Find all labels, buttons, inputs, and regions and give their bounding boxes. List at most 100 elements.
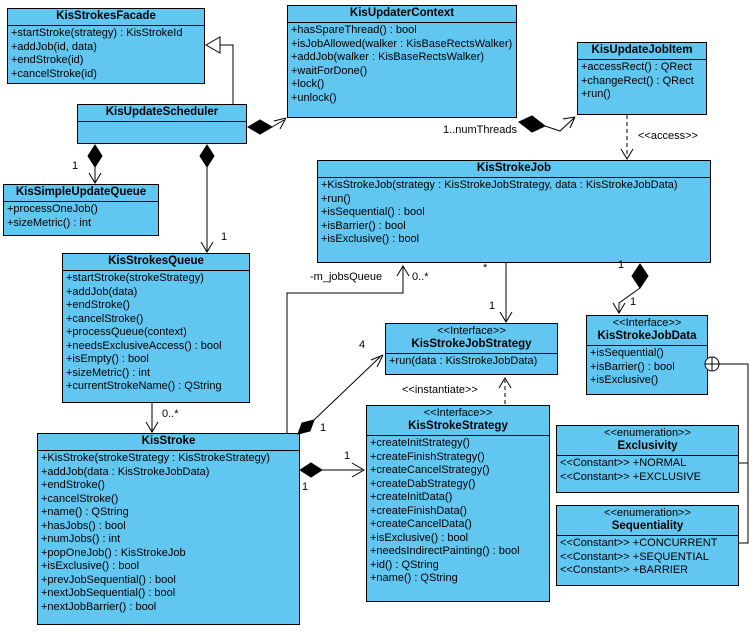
- class-member: +addJob(walker : KisBaseRectsWalker): [291, 51, 485, 63]
- class-header: <<enumeration>> Sequentiality: [557, 506, 738, 536]
- class-name: KisStroke: [141, 435, 196, 447]
- class-member: +isSequential() : bool: [321, 206, 425, 218]
- edge-stroke-composes-jobstrategy[interactable]: [297, 354, 384, 435]
- class-member: <<Constant>> +NORMAL: [560, 457, 687, 469]
- multiplicity-label: 0..*: [412, 271, 429, 283]
- edge-strokesqueue-to-stroke[interactable]: [145, 403, 159, 433]
- class-kisstrokejob[interactable]: KisStrokeJob +KisStrokeJob(strategy : Ki…: [317, 160, 711, 263]
- class-member: +KisStroke(strokeStrategy : KisStrokeStr…: [41, 452, 270, 464]
- class-member: +run(): [321, 192, 351, 205]
- class-member: +needsExclusiveAccess() : bool: [66, 339, 222, 352]
- class-name: KisUpdaterContext: [349, 7, 455, 19]
- class-member: +startStroke(strokeStrategy): [66, 272, 204, 284]
- composition-diamond-icon: [199, 144, 215, 168]
- class-name: KisStrokeJobStrategy: [411, 338, 532, 350]
- class-member: +endStroke(): [41, 479, 105, 491]
- class-member: <<Constant>> +CONCURRENT: [560, 537, 718, 549]
- class-header: <<Interface>> KisStrokeJobData: [587, 316, 707, 346]
- class-members: <<Constant>> +CONCURRENT<<Constant>> +SE…: [557, 536, 738, 580]
- generalization-triangle-icon: [204, 36, 221, 54]
- class-member: +createCancelData(): [370, 518, 472, 530]
- class-header: <<enumeration>> Exclusivity: [557, 426, 738, 456]
- class-member: +addJob(data : KisStrokeJobData): [41, 465, 210, 478]
- open-arrowhead-icon: [498, 377, 512, 389]
- open-arrowhead-icon: [351, 462, 365, 478]
- class-member: +processQueue(context): [66, 326, 187, 338]
- edge-context-composes-jobitem[interactable]: [518, 115, 576, 133]
- enum-sequentiality[interactable]: <<enumeration>> Sequentiality <<Constant…: [556, 505, 739, 586]
- class-kisstrokesqueue[interactable]: KisStrokesQueue +startStroke(strokeStrat…: [62, 253, 250, 403]
- open-arrowhead-icon: [562, 116, 576, 129]
- class-member: +endStroke(): [66, 299, 130, 311]
- class-member: +isJobAllowed(walker : KisBaseRectsWalke…: [291, 37, 513, 50]
- class-header: KisStrokesQueue: [63, 254, 249, 271]
- class-kisstrokejobstrategy[interactable]: <<Interface>> KisStrokeJobStrategy +run(…: [385, 323, 558, 375]
- class-member: +createInitStrategy(): [370, 437, 470, 449]
- class-member: <<Constant>> +BARRIER: [560, 564, 689, 576]
- class-member: +run(data : KisStrokeJobData): [389, 355, 538, 367]
- edge-strokejob-composes-jobdata[interactable]: [612, 263, 649, 314]
- multiplicity-label: 1: [618, 259, 625, 271]
- class-kisstrokejobdata[interactable]: <<Interface>> KisStrokeJobData +isSequen…: [586, 315, 708, 395]
- class-kisstroke[interactable]: KisStroke +KisStroke(strokeStrategy : Ki…: [37, 433, 300, 625]
- composition-diamond-icon: [299, 462, 323, 478]
- edge-stroke-composes-strokestrategy[interactable]: [299, 462, 365, 478]
- class-member: +isEmpty() : bool: [66, 353, 149, 365]
- edge-scheduler-generalizes-facade[interactable]: [204, 36, 234, 104]
- class-kisupdatejobitem[interactable]: KisUpdateJobItem +accessRect() : QRect+c…: [577, 42, 707, 115]
- class-member: +popOneJob() : KisStrokeJob: [41, 546, 186, 559]
- open-arrowhead-icon: [370, 354, 384, 368]
- class-name: KisUpdateJobItem: [591, 44, 693, 56]
- edge-jobitem-access-strokejob[interactable]: [620, 115, 634, 160]
- multiplicity-label: 1: [221, 231, 228, 243]
- multiplicity-label: 1: [630, 296, 637, 308]
- class-member: +changeRect() : QRect: [581, 74, 694, 87]
- class-member: +run(): [581, 88, 611, 100]
- class-members: <<Constant>> +NORMAL<<Constant>> +EXCLUS…: [557, 456, 738, 486]
- class-name: KisStrokesQueue: [108, 255, 204, 267]
- class-kisstrokestrategy[interactable]: <<Interface>> KisStrokeStrategy +createI…: [366, 405, 550, 602]
- class-header: KisStrokesFacade: [8, 9, 204, 26]
- edge-strokejob-to-jobstrategy[interactable]: [499, 263, 513, 323]
- class-kisupdatescheduler[interactable]: KisUpdateScheduler: [77, 104, 247, 144]
- class-members: +run(data : KisStrokeJobData): [386, 354, 557, 371]
- open-arrowhead-icon: [200, 241, 214, 253]
- class-member: +createInitData(): [370, 491, 453, 503]
- class-stereotype: <<Interface>>: [423, 407, 493, 419]
- multiplicity-label: 1: [320, 422, 327, 434]
- edge-scheduler-composes-context[interactable]: [247, 117, 287, 135]
- class-member: +sizeMetric() : int: [7, 216, 92, 229]
- class-name: KisSimpleUpdateQueue: [15, 186, 147, 198]
- open-arrowhead-icon: [273, 117, 287, 130]
- class-name: KisStrokeJobData: [597, 330, 697, 342]
- edge-strokestrategy-instantiates-jobstrategy[interactable]: [498, 377, 512, 404]
- open-arrowhead-icon: [145, 421, 159, 433]
- class-stereotype: <<enumeration>>: [604, 507, 691, 519]
- class-member: +name() : QString: [41, 506, 129, 518]
- class-member: +hasSpareThread() : bool: [291, 24, 417, 36]
- class-kisupdatercontext[interactable]: KisUpdaterContext +hasSpareThread() : bo…: [287, 5, 517, 118]
- class-member: <<Constant>> +EXCLUSIVE: [560, 470, 701, 483]
- class-kissimpleupdatequeue[interactable]: KisSimpleUpdateQueue +processOneJob()+si…: [3, 184, 159, 236]
- edge-scheduler-composes-strokesqueue[interactable]: [199, 144, 215, 253]
- class-member: +isExclusive() : bool: [370, 531, 469, 544]
- class-member: +name() : QString: [370, 572, 458, 584]
- class-header: <<Interface>> KisStrokeJobStrategy: [386, 324, 557, 354]
- class-member: +startStroke(strategy) : KisStrokeId: [11, 27, 183, 39]
- class-member: +createFinishData(): [370, 504, 467, 517]
- enum-exclusivity[interactable]: <<enumeration>> Exclusivity <<Constant>>…: [556, 425, 739, 493]
- containment-anchor-cross-icon: [705, 357, 719, 371]
- multiplicity-label: 1: [489, 300, 496, 312]
- edge-jobdata-contains-enums[interactable]: [704, 356, 749, 544]
- class-kisstrokesfacade[interactable]: KisStrokesFacade +startStroke(strategy) …: [7, 8, 205, 84]
- class-name: KisStrokeStrategy: [408, 420, 508, 432]
- composition-diamond-icon: [87, 144, 103, 168]
- stereotype-label: <<access>>: [638, 130, 698, 142]
- edge-scheduler-composes-simplequeue[interactable]: [87, 144, 103, 184]
- class-member: <<Constant>> +SEQUENTIAL: [560, 550, 709, 563]
- multiplicity-label: *: [483, 262, 488, 274]
- class-members: +hasSpareThread() : bool+isJobAllowed(wa…: [288, 23, 516, 107]
- edge-stroke-jobsqueue-strokejob[interactable]: [286, 265, 410, 433]
- class-member: +hasJobs() : bool: [41, 519, 126, 532]
